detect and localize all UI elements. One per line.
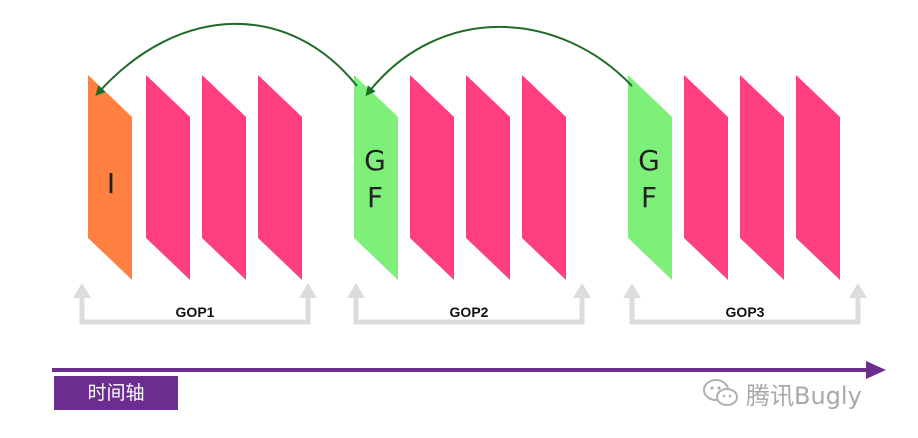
gf-frame-label-f: F	[367, 181, 383, 214]
gop-label: GOP2	[450, 304, 489, 320]
bracket-arrowhead	[73, 283, 91, 298]
gop-label: GOP1	[176, 304, 215, 320]
i-frame-label: I	[107, 167, 115, 200]
p-frame	[522, 75, 566, 280]
gop-bracket	[79, 294, 311, 325]
gf-frame	[354, 75, 398, 280]
p-frame	[466, 75, 510, 280]
p-frame	[740, 75, 784, 280]
gf-frame	[628, 75, 672, 280]
p-frame	[684, 75, 728, 280]
gf-frame-label-g: G	[638, 144, 660, 177]
bracket-arrowhead	[573, 283, 591, 298]
gop-bracket	[629, 294, 861, 325]
gf-frame-label-f: F	[641, 181, 657, 214]
bracket-arrowhead	[299, 283, 317, 298]
gop-label: GOP3	[726, 304, 765, 320]
bracket-arrowhead	[849, 283, 867, 298]
gop-bracket	[353, 294, 585, 325]
reference-arrow	[365, 26, 633, 97]
reference-arrow	[95, 22, 358, 96]
p-frame	[202, 75, 246, 280]
gf-frame-label-g: G	[364, 144, 386, 177]
timeline-label: 时间轴	[54, 376, 178, 410]
p-frame	[410, 75, 454, 280]
watermark-text: 腾讯Bugly	[746, 381, 862, 410]
bracket-arrowhead	[623, 283, 641, 298]
wechat-icon	[703, 379, 738, 406]
p-frame	[258, 75, 302, 280]
bracket-arrowhead	[347, 283, 365, 298]
watermark: 腾讯Bugly	[702, 374, 862, 412]
p-frame	[146, 75, 190, 280]
p-frame	[796, 75, 840, 280]
i-frame	[88, 75, 132, 280]
